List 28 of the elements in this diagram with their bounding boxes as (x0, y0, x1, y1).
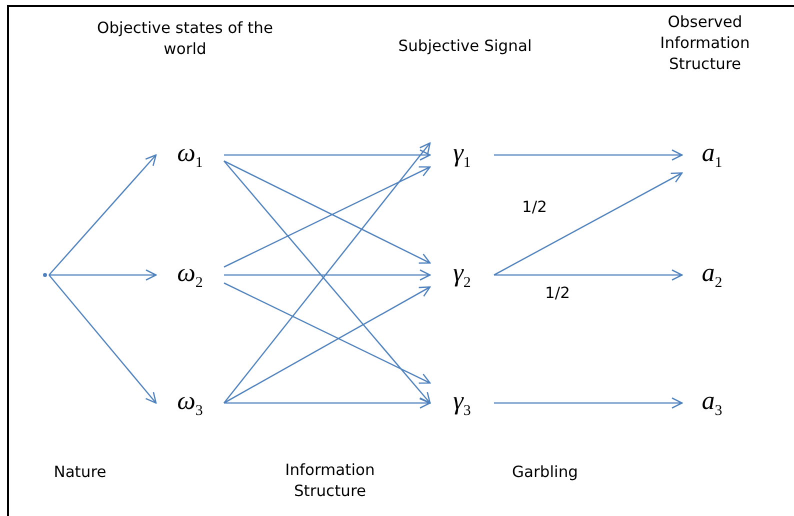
origin-point (43, 273, 47, 277)
math-symbol: γ$_{3}$ (453, 386, 471, 420)
math-symbol: ω$_{3}$ (177, 386, 203, 420)
column-heading: Information Structure (284, 460, 376, 502)
arrow (494, 397, 683, 409)
arrow (48, 274, 157, 404)
column-heading: Nature (52, 462, 108, 483)
arrow (494, 149, 683, 161)
math-symbol: ω$_{2}$ (177, 258, 203, 292)
column-heading: Observed Information Structure (659, 12, 751, 75)
arrow (494, 172, 683, 276)
arrow (224, 269, 431, 281)
arrow (494, 269, 683, 281)
arrow (48, 154, 157, 276)
arrow (224, 397, 431, 409)
arrow (49, 269, 157, 281)
arrow (224, 282, 431, 384)
column-heading: Subjective Signal (397, 36, 533, 57)
arrow (224, 286, 431, 404)
math-symbol: γ$_{1}$ (453, 138, 471, 172)
math-symbol: a$_{2}$ (702, 258, 722, 292)
column-heading: Objective states of the world (96, 18, 274, 60)
math-symbol: a$_{1}$ (702, 138, 722, 172)
math-symbol: a$_{3}$ (702, 386, 722, 420)
math-symbol: γ$_{2}$ (453, 258, 471, 292)
arrow (224, 149, 431, 161)
math-symbol: ω$_{1}$ (177, 138, 203, 172)
column-heading: Garbling (511, 462, 579, 483)
